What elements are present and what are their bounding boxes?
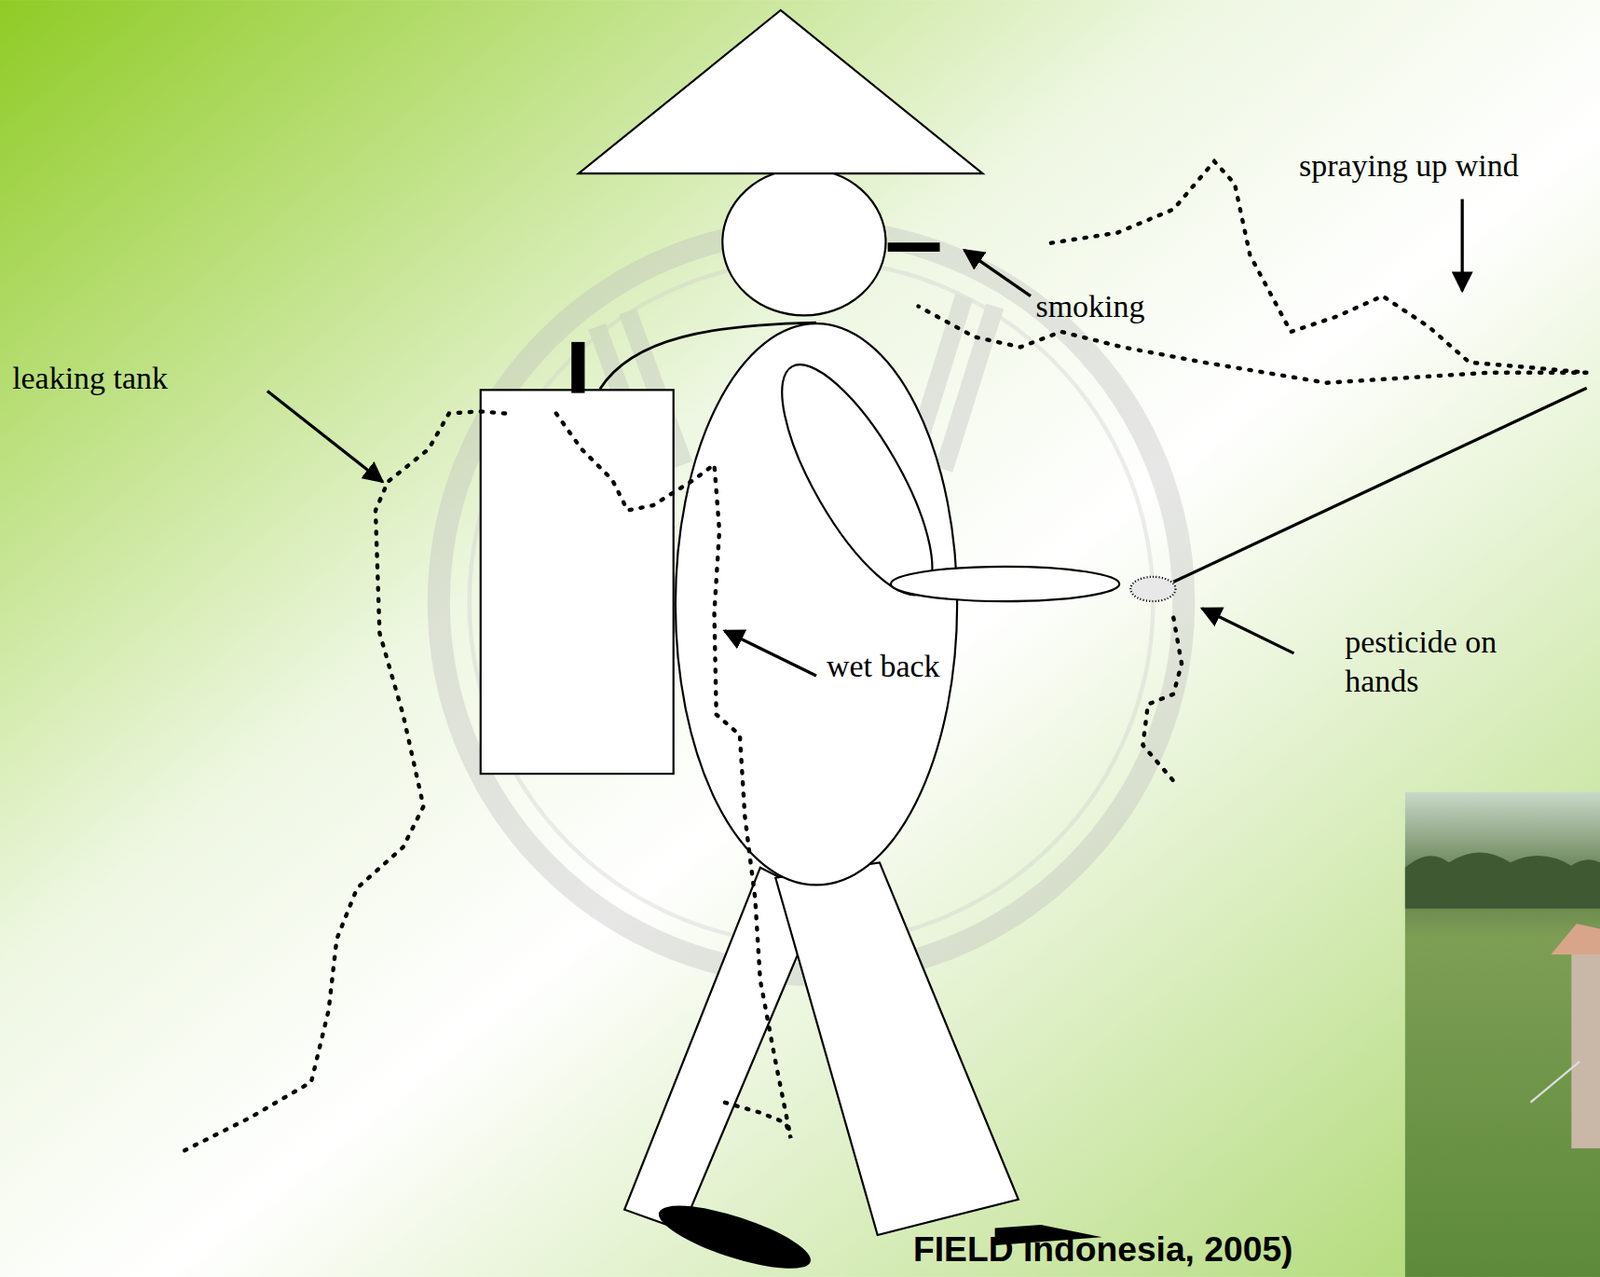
hand-drip	[1142, 617, 1182, 781]
hand	[1130, 576, 1176, 602]
callout-label: spraying up wind	[1299, 146, 1600, 186]
photo-trees	[1405, 851, 1600, 908]
tank-leak	[178, 410, 506, 1153]
photo-farmer	[1571, 954, 1600, 1149]
callout-arrow	[724, 630, 817, 676]
watermark-ring	[469, 259, 1154, 944]
callout-arrow	[267, 390, 383, 481]
callout-label: wet back	[826, 646, 990, 686]
watermark	[438, 229, 1184, 974]
callout-arrow	[964, 249, 1031, 296]
photo	[1405, 792, 1600, 1277]
spray-tank	[480, 389, 674, 774]
tank-pump	[571, 341, 585, 394]
hat	[578, 10, 984, 174]
callout-arrow	[1461, 199, 1464, 292]
photo-lance	[1531, 1061, 1581, 1103]
forearm	[890, 566, 1120, 602]
left-foot	[652, 1192, 817, 1277]
exposure-paths	[178, 161, 1587, 1153]
cigarette	[888, 242, 941, 252]
callout-label: pesticide on hands	[1344, 622, 1508, 702]
spray-lance	[1173, 387, 1587, 582]
photo-inset	[1405, 792, 1600, 1277]
spray-drift	[918, 161, 1587, 383]
callout-label: smoking	[1035, 287, 1199, 327]
callout-label: leaking tank	[12, 358, 247, 398]
source-note: FIELD Indonesia, 2005)	[913, 1227, 1404, 1272]
right-leg	[775, 861, 1019, 1235]
photo-hat	[1550, 923, 1600, 955]
head	[722, 168, 886, 316]
watermark-ring	[438, 229, 1184, 974]
wet-back	[556, 413, 792, 1138]
callout-arrow	[1202, 608, 1295, 654]
callout-arrows	[267, 199, 1463, 676]
